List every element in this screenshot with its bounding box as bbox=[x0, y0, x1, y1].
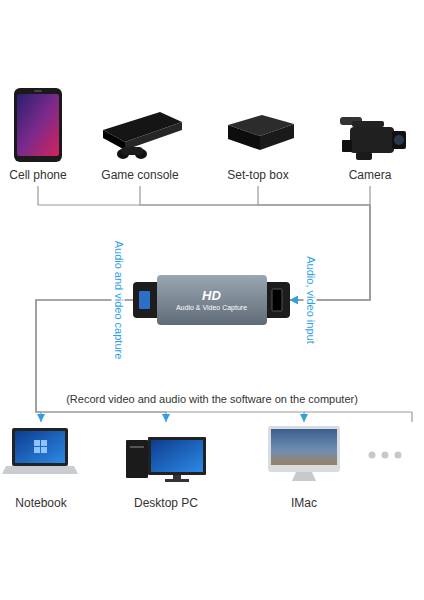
notebook-icon bbox=[2, 428, 78, 474]
capture-device-illustration-part bbox=[139, 291, 150, 309]
camera-icon-part bbox=[352, 121, 384, 127]
game-console-icon bbox=[103, 112, 182, 159]
computer-device: Notebook bbox=[3, 422, 79, 514]
capture-device-illustration-part bbox=[133, 282, 161, 318]
camera-icon-part bbox=[356, 152, 372, 160]
device-caption: Audio & Video Capture bbox=[176, 303, 247, 312]
desktop-pc-icon-part bbox=[126, 440, 148, 478]
camera-icon bbox=[340, 117, 406, 160]
port-label: Audio and video capture bbox=[112, 238, 125, 363]
signal-connector bbox=[36, 300, 304, 422]
camera-icon-part bbox=[350, 127, 394, 153]
notebook-icon-part bbox=[34, 447, 40, 453]
notebook-icon-part bbox=[41, 447, 47, 453]
signal-connector bbox=[38, 186, 370, 300]
desktop-pc-icon-part bbox=[151, 440, 203, 472]
phone-icon-part bbox=[17, 94, 59, 156]
source-device: Game console bbox=[96, 86, 184, 186]
more-dots-part bbox=[369, 452, 376, 459]
notebook-icon-part bbox=[34, 440, 40, 446]
capture-device-illustration bbox=[133, 275, 290, 325]
source-device: Set-top box bbox=[222, 86, 294, 186]
desktop-pc-icon-part bbox=[165, 479, 189, 482]
notebook-icon-part bbox=[2, 466, 78, 474]
camera-icon-part bbox=[392, 131, 406, 149]
device-label: Game console bbox=[101, 168, 178, 182]
source-device: Camera bbox=[335, 86, 405, 186]
notebook-icon-part bbox=[41, 440, 47, 446]
game-console-icon-part bbox=[125, 122, 182, 150]
more-dots-part bbox=[382, 452, 389, 459]
capture-device-illustration-part bbox=[272, 289, 282, 311]
phone-icon bbox=[14, 88, 62, 162]
set-top-box-icon bbox=[228, 115, 294, 150]
computer-device: Desktop PC bbox=[124, 422, 208, 514]
bus-line-part bbox=[411, 412, 412, 422]
set-top-box-icon-part bbox=[228, 125, 260, 150]
device-label: Camera bbox=[349, 168, 392, 182]
signal-connector bbox=[36, 300, 166, 422]
device-label: Notebook bbox=[15, 496, 66, 510]
notebook-icon-part bbox=[12, 428, 68, 466]
desktop-pc-icon bbox=[126, 437, 206, 482]
note-text: (Record video and audio with the softwar… bbox=[63, 393, 361, 406]
notebook-icon-part bbox=[15, 431, 65, 463]
bus-line bbox=[304, 412, 412, 422]
computer-device: IMac bbox=[266, 422, 342, 514]
game-console-icon-part bbox=[103, 130, 125, 150]
phone-icon-part bbox=[14, 88, 62, 162]
signal-connector bbox=[36, 300, 133, 422]
imac-icon-part bbox=[292, 472, 316, 481]
bus-line-part bbox=[304, 411, 412, 412]
signal-connector bbox=[258, 186, 370, 300]
device-badge: HD bbox=[202, 288, 221, 303]
capture-device-illustration-part bbox=[157, 275, 267, 325]
phone-icon-part bbox=[34, 90, 42, 92]
device-label: Set-top box bbox=[227, 168, 288, 182]
desktop-pc-icon-part bbox=[173, 475, 181, 479]
imac-icon bbox=[268, 426, 340, 481]
device-label: IMac bbox=[291, 496, 317, 510]
device-label: Desktop PC bbox=[134, 496, 198, 510]
desktop-pc-icon-part bbox=[130, 446, 144, 448]
desktop-pc-icon-part bbox=[148, 437, 206, 475]
device-label: Cell phone bbox=[9, 168, 66, 182]
more-dots-part bbox=[395, 452, 402, 459]
imac-icon-part bbox=[268, 426, 340, 472]
imac-icon-part bbox=[271, 429, 337, 465]
camera-icon-part bbox=[342, 140, 352, 152]
camera-icon-part bbox=[394, 135, 404, 145]
signal-connector bbox=[140, 186, 370, 300]
source-device: Cell phone bbox=[4, 86, 72, 186]
set-top-box-icon-part bbox=[260, 124, 294, 150]
port-label: Audio, video input bbox=[304, 253, 317, 346]
game-console-icon-part bbox=[121, 147, 143, 155]
capture-device: HDAudio & Video Capture bbox=[133, 275, 290, 325]
signal-connector bbox=[290, 186, 370, 300]
more-dots bbox=[369, 452, 402, 459]
